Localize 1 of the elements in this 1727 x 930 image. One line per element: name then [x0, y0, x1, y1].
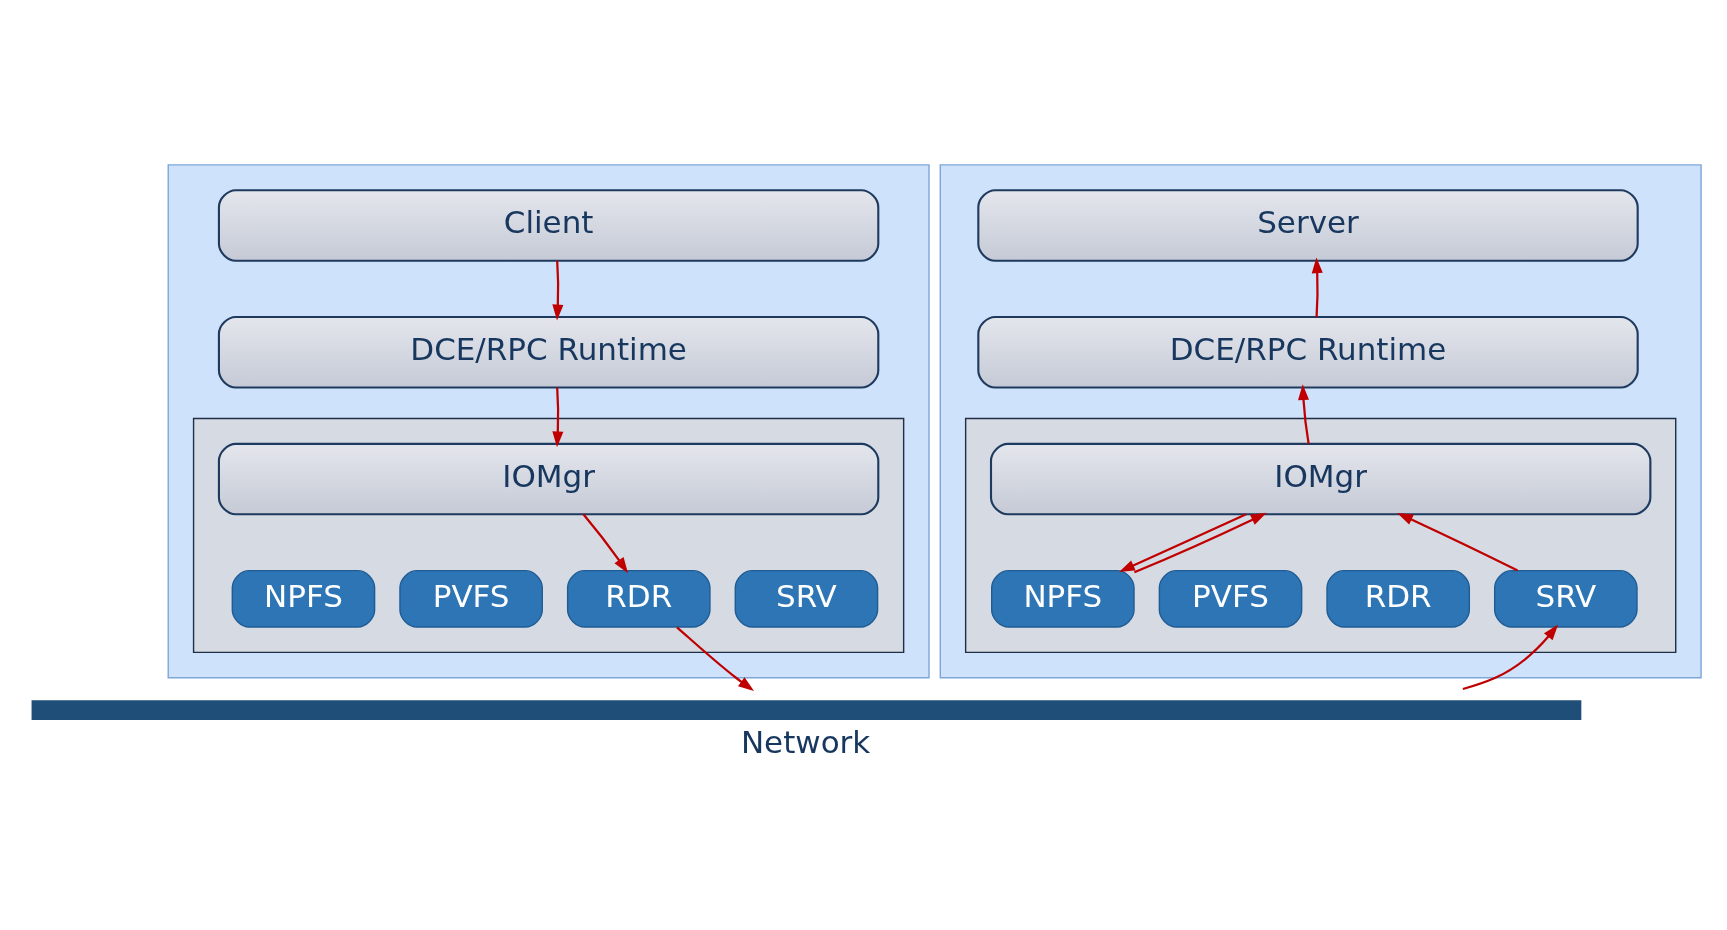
node-label: Network — [740, 724, 871, 761]
